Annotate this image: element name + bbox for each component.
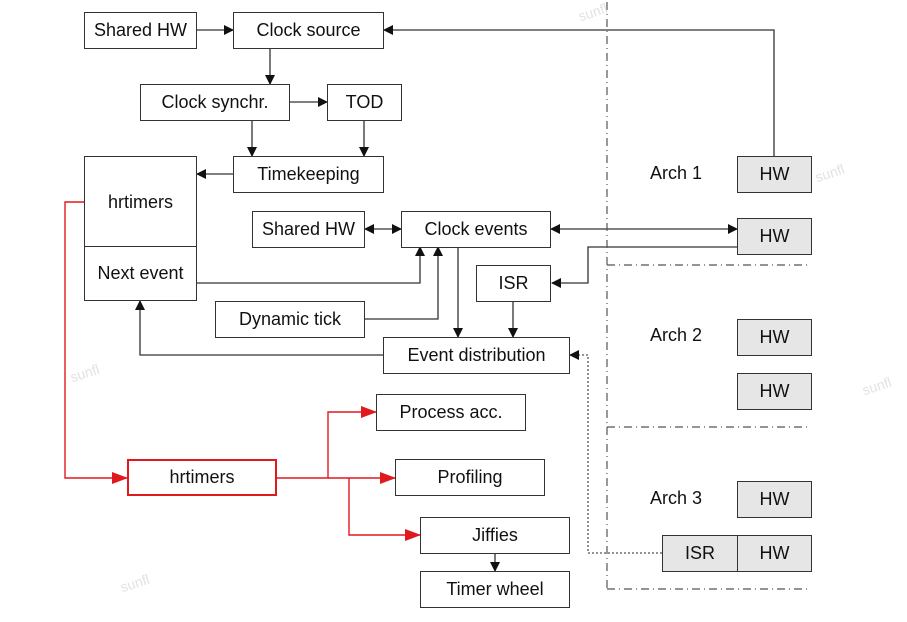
isr-mid-node: ISR [476, 265, 551, 302]
arch-3-hw-1: HW [737, 481, 812, 518]
edge-red-jiffies [348, 478, 421, 541]
node-label: Profiling [437, 467, 503, 487]
profiling-node: Profiling [395, 459, 545, 496]
node-label: Dynamic tick [238, 309, 341, 329]
clock-events-node: Clock events [401, 211, 551, 248]
node-label: Event distribution [407, 345, 546, 365]
arch-2-hw-1: HW [737, 319, 812, 356]
tod-node: TOD [327, 84, 402, 121]
next-event-node: Next event [84, 246, 197, 301]
edge-nextevent-clockevents [197, 246, 425, 284]
arch-3-isr: ISR [662, 535, 738, 572]
event-distribution-node: Event distribution [383, 337, 570, 374]
node-label: Jiffies [472, 525, 518, 545]
node-label: ISR [684, 543, 715, 563]
arch-1-label: Arch 1 [650, 163, 703, 183]
hrtimers-highlight-node: hrtimers [127, 459, 277, 496]
node-label: Shared HW [261, 219, 356, 239]
arch-1-hw-2: HW [737, 218, 812, 255]
clock-source-node: Clock source [233, 12, 384, 49]
node-label: Process acc. [399, 402, 503, 422]
node-label: hrtimers [107, 191, 173, 212]
node-label: Clock events [424, 219, 528, 239]
node-label: HW [759, 164, 790, 184]
node-label: Clock source [256, 20, 361, 40]
node-label: Next event [97, 263, 184, 283]
timekeeping-node: Timekeeping [233, 156, 384, 193]
edge-red-processacc [277, 406, 377, 479]
shared-hw-mid-node: Shared HW [252, 211, 365, 248]
process-acc-node: Process acc. [376, 394, 526, 431]
clock-synchr-node: Clock synchr. [140, 84, 290, 121]
node-label: ISR [498, 273, 529, 293]
node-label: HW [759, 381, 790, 401]
node-label: TOD [345, 92, 384, 112]
node-label: HW [759, 327, 790, 347]
arch-1-hw-1: HW [737, 156, 812, 193]
edge-dyntick-clockevents [364, 246, 443, 320]
node-label: Shared HW [93, 20, 188, 40]
node-label: Timekeeping [257, 164, 360, 184]
node-label: hrtimers [169, 467, 235, 487]
shared-hw-top-node: Shared HW [84, 12, 197, 49]
node-label: HW [759, 489, 790, 509]
node-label: HW [759, 543, 790, 563]
jiffies-node: Jiffies [420, 517, 570, 554]
timer-wheel-node: Timer wheel [420, 571, 570, 608]
edge-hw2-isr [551, 246, 737, 288]
arch-3-hw-2: HW [737, 535, 812, 572]
edge-eventdist-nextevent [135, 300, 383, 356]
arch-2-label: Arch 2 [650, 325, 703, 345]
edge-hw1-clocksource [383, 25, 775, 157]
node-label: Timer wheel [446, 579, 544, 599]
hrtimers-top-node: hrtimers [84, 156, 197, 248]
arch-3-label: Arch 3 [650, 488, 703, 508]
edge-hrtimers-red [64, 201, 128, 484]
dynamic-tick-node: Dynamic tick [215, 301, 365, 338]
node-label: Clock synchr. [161, 92, 269, 112]
edge-arch3isr-eventdist [569, 350, 662, 554]
node-label: HW [759, 226, 790, 246]
arch-2-hw-2: HW [737, 373, 812, 410]
